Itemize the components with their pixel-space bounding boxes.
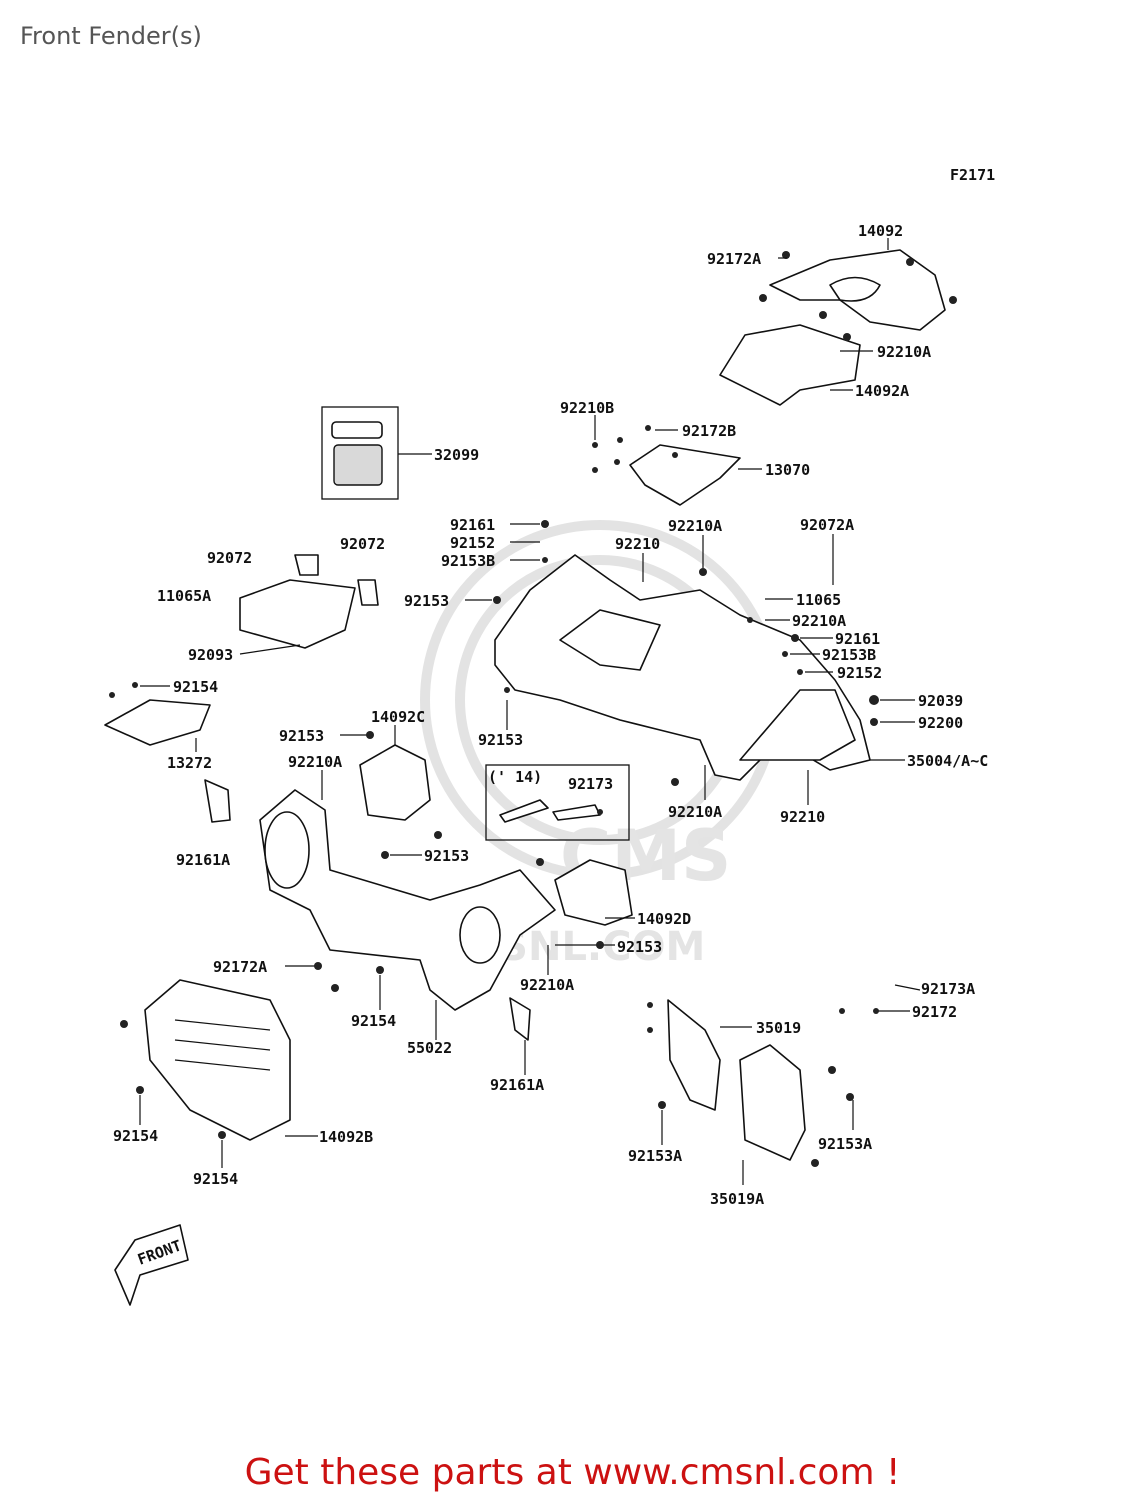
page-title: Front Fender(s) bbox=[20, 22, 202, 50]
label-11065A: 11065A bbox=[157, 587, 211, 605]
duct-14092D bbox=[554, 859, 633, 926]
label-92039: 92039 bbox=[918, 692, 963, 710]
bracket-35019A bbox=[739, 1044, 806, 1161]
label-92210A-right: 92210A bbox=[792, 612, 846, 630]
label-92172: 92172 bbox=[912, 1003, 957, 1021]
frame-55022 bbox=[259, 789, 556, 1011]
label-35004: 35004/A~C bbox=[907, 752, 988, 770]
footer-link[interactable]: Get these parts at www.cmsnl.com ! bbox=[244, 1452, 901, 1493]
label-14092A: 14092A bbox=[855, 382, 909, 400]
grille-14092B bbox=[144, 979, 291, 1141]
label-92210B: 92210B bbox=[560, 399, 614, 417]
label-92153-center: 92153 bbox=[478, 731, 523, 749]
rear-fender-14092 bbox=[719, 249, 957, 406]
label-55022: 55022 bbox=[407, 1039, 452, 1057]
label-14092C: 14092C bbox=[371, 708, 425, 726]
label-92161-left: 92161 bbox=[450, 516, 495, 534]
cover-11065A bbox=[239, 554, 379, 649]
cover-92161A-right bbox=[509, 997, 531, 1041]
label-35019: 35019 bbox=[756, 1019, 801, 1037]
part-labels: 14092 92172A 92210A 14092A 32099 92210B … bbox=[113, 222, 988, 1208]
label-92210A-mid: 92210A bbox=[668, 517, 722, 535]
label-92152-left: 92152 bbox=[450, 534, 495, 552]
label-92072-left: 92072 bbox=[207, 549, 252, 567]
label-92210A-bottom: 92210A bbox=[520, 976, 574, 994]
label-92173A: 92173A bbox=[921, 980, 975, 998]
label-92153B-right: 92153B bbox=[822, 646, 876, 664]
label-92154-low: 92154 bbox=[113, 1127, 158, 1145]
label-92093: 92093 bbox=[188, 646, 233, 664]
fasteners bbox=[120, 520, 879, 1167]
label-92154-top: 92154 bbox=[173, 678, 218, 696]
cover-92161A-left bbox=[204, 779, 231, 823]
label-92153-left: 92153 bbox=[279, 727, 324, 745]
label-92200: 92200 bbox=[918, 714, 963, 732]
part-32099-box bbox=[321, 406, 399, 500]
label-11065: 11065 bbox=[796, 591, 841, 609]
label-92153B-left: 92153B bbox=[441, 552, 495, 570]
label-14092D: 14092D bbox=[637, 910, 691, 928]
label-92172B: 92172B bbox=[682, 422, 736, 440]
bracket-35019 bbox=[667, 999, 721, 1111]
label-92161-right: 92161 bbox=[835, 630, 880, 648]
label-35019A: 35019A bbox=[710, 1190, 764, 1208]
leader-lines bbox=[139, 238, 921, 1185]
label-13272: 13272 bbox=[167, 754, 212, 772]
part-13272 bbox=[104, 682, 211, 746]
label-92210A-left: 92210A bbox=[288, 753, 342, 771]
label-92172A-bottom: 92172A bbox=[213, 958, 267, 976]
label-92210-mid: 92210 bbox=[615, 535, 660, 553]
label-92072A: 92072A bbox=[800, 516, 854, 534]
part-13070 bbox=[592, 425, 741, 506]
label-92172A-top: 92172A bbox=[707, 250, 761, 268]
label-13070: 13070 bbox=[765, 461, 810, 479]
label-14092: 14092 bbox=[858, 222, 903, 240]
diagram-code: F2171 bbox=[950, 166, 995, 184]
label-92153A-left: 92153A bbox=[628, 1147, 682, 1165]
label-92210-right: 92210 bbox=[780, 808, 825, 826]
label-92154-bottom: 92154 bbox=[193, 1170, 238, 1188]
label-92153-right: 92153 bbox=[617, 938, 662, 956]
label-92153-mid: 92153 bbox=[404, 592, 449, 610]
label-92154-mid: 92154 bbox=[351, 1012, 396, 1030]
label-92210A-top: 92210A bbox=[877, 343, 931, 361]
label-92210A-low: 92210A bbox=[668, 803, 722, 821]
label-92173: 92173 bbox=[568, 775, 613, 793]
label-92152-right: 92152 bbox=[837, 664, 882, 682]
label-92153A-right: 92153A bbox=[818, 1135, 872, 1153]
label-32099: 32099 bbox=[434, 446, 479, 464]
label-92161A-left: 92161A bbox=[176, 851, 230, 869]
label-14092B: 14092B bbox=[319, 1128, 373, 1146]
inset-92173 bbox=[485, 764, 630, 841]
front-arrow: FRONT bbox=[114, 1224, 189, 1306]
label-92153-low: 92153 bbox=[424, 847, 469, 865]
label-92161A-right: 92161A bbox=[490, 1076, 544, 1094]
label-year-note: (' 14) bbox=[488, 768, 542, 786]
front-fender-35004 bbox=[494, 554, 871, 781]
label-92072-right: 92072 bbox=[340, 535, 385, 553]
duct-14092C bbox=[359, 744, 431, 821]
